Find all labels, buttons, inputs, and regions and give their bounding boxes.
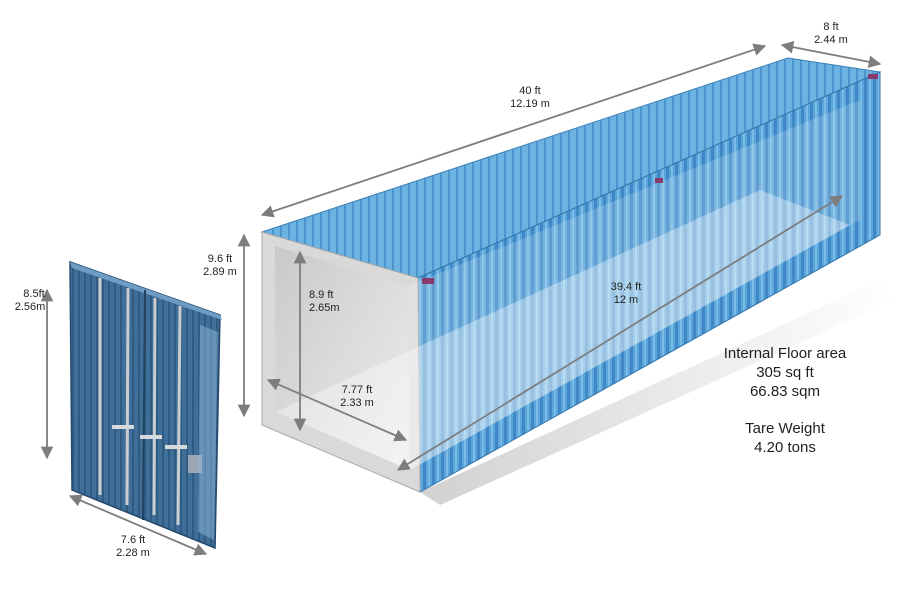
dimension-line-internal-length: [396, 195, 844, 471]
label-internal-height-m: 2.65m: [309, 302, 340, 314]
label-external-length-m: 12.19 m: [510, 98, 550, 110]
container-door: [69, 260, 222, 550]
label-external-height-m: 2.89 m: [203, 266, 237, 278]
label-internal-length-m: 12 m: [614, 294, 638, 306]
corner-casting: [422, 278, 434, 284]
dimension-line-door-width: [68, 494, 208, 556]
label-door-width-m: 2.28 m: [116, 547, 150, 559]
dimension-line-external-length: [260, 43, 767, 218]
label-door-height-ft: 8.5ft: [23, 288, 44, 300]
info-floor-area-sqft: 305 sq ft: [756, 364, 814, 381]
dimension-line-external-width: [780, 40, 882, 69]
info-tare-label: Tare Weight: [745, 420, 826, 437]
label-internal-width-ft: 7.77 ft: [342, 384, 373, 396]
label-external-width-m: 2.44 m: [814, 34, 848, 46]
info-tare-value: 4.20 tons: [754, 439, 816, 456]
label-door-height-m: 2.56m: [15, 301, 46, 313]
info-floor-area-sqm: 66.83 sqm: [750, 383, 820, 400]
label-external-height-ft: 9.6 ft: [208, 253, 232, 265]
label-external-width-ft: 8 ft: [823, 21, 838, 33]
dimension-line-internal-width: [266, 378, 408, 442]
corner-casting: [655, 178, 663, 183]
label-door-width-ft: 7.6 ft: [121, 534, 145, 546]
corner-casting: [868, 74, 878, 79]
label-internal-height-ft: 8.9 ft: [309, 289, 333, 301]
info-floor-area-label: Internal Floor area: [724, 345, 847, 362]
label-internal-length-ft: 39.4 ft: [611, 281, 642, 293]
label-external-length-ft: 40 ft: [519, 85, 540, 97]
label-internal-width-m: 2.33 m: [340, 397, 374, 409]
